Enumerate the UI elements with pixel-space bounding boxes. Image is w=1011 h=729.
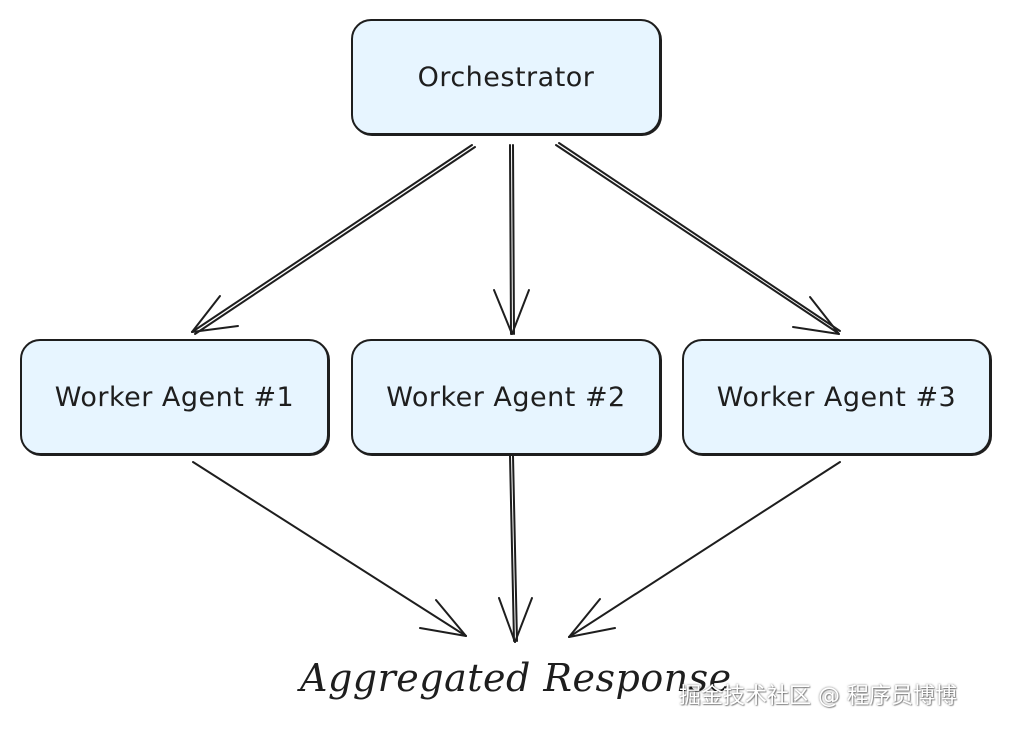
worker-agent-1-node: Worker Agent #1 xyxy=(20,339,329,455)
worker-agent-3-label: Worker Agent #3 xyxy=(716,381,957,413)
arrow-worker-2-to-result xyxy=(498,455,533,643)
aggregated-response-label: Aggregated Response xyxy=(300,656,732,700)
arrow-worker-1-to-result xyxy=(192,461,467,637)
arrow-worker-3-to-result xyxy=(568,461,841,638)
worker-agent-2-label: Worker Agent #2 xyxy=(386,381,626,413)
arrow-orchestrator-to-worker-1 xyxy=(191,144,476,335)
worker-agent-1-label: Worker Agent #1 xyxy=(54,381,295,413)
orchestrator-label: Orchestrator xyxy=(417,61,595,93)
orchestrator-node: Orchestrator xyxy=(351,19,661,135)
worker-agent-2-node: Worker Agent #2 xyxy=(351,339,661,455)
watermark: 掘金技术社区 @ 程序员博博 xyxy=(679,684,957,709)
arrow-orchestrator-to-worker-3 xyxy=(555,142,841,335)
arrow-orchestrator-to-worker-2 xyxy=(493,144,530,335)
worker-agent-3-node: Worker Agent #3 xyxy=(682,339,991,455)
